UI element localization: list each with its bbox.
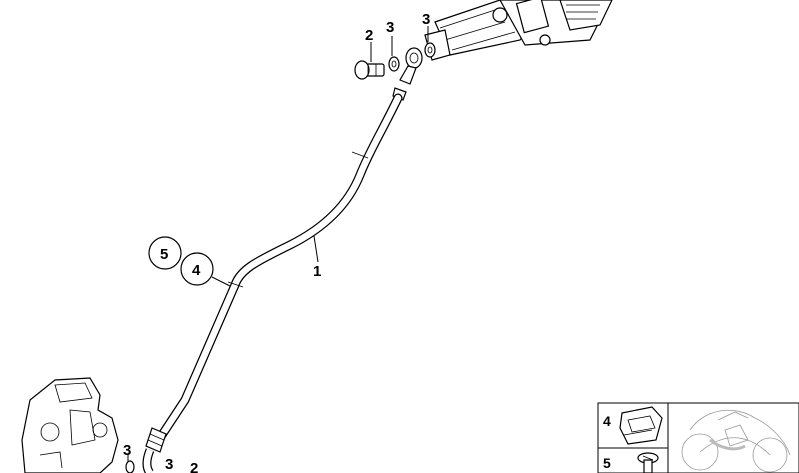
callout-seal-bottom-left: 3 xyxy=(123,442,131,459)
seal-top-left xyxy=(388,56,400,72)
callout-banjo-bolt-bottom: 2 xyxy=(190,460,198,473)
banjo-bolt-top xyxy=(354,60,385,80)
seal-top-right xyxy=(424,42,436,58)
clip-icon xyxy=(619,406,663,445)
callout-banjo-bolt-top: 2 xyxy=(365,27,373,44)
screw-icon xyxy=(637,452,659,473)
callout-seal-top-right: 3 xyxy=(422,11,430,28)
parts-inset xyxy=(597,402,799,473)
inset-clip-label: 4 xyxy=(603,413,611,429)
callout-circle-screw xyxy=(148,236,182,270)
inset-screw-label: 5 xyxy=(603,455,611,471)
callout-circle-clip xyxy=(180,252,214,286)
brake-caliper xyxy=(21,377,119,473)
callout-seal-bottom-right: 3 xyxy=(165,456,173,473)
brake-hose xyxy=(142,87,407,473)
callout-screw: 5 xyxy=(160,246,168,263)
master-cylinder-assembly xyxy=(424,0,613,61)
leader-clip xyxy=(211,276,231,287)
seal-bottom-left xyxy=(125,460,135,473)
motorcycle-icon xyxy=(681,410,791,473)
callout-seal-top-left: 3 xyxy=(386,19,394,36)
callout-clip: 4 xyxy=(192,262,201,279)
banjo-fitting-top xyxy=(399,47,423,85)
leader-hose xyxy=(313,235,319,263)
callout-hose: 1 xyxy=(313,263,321,280)
